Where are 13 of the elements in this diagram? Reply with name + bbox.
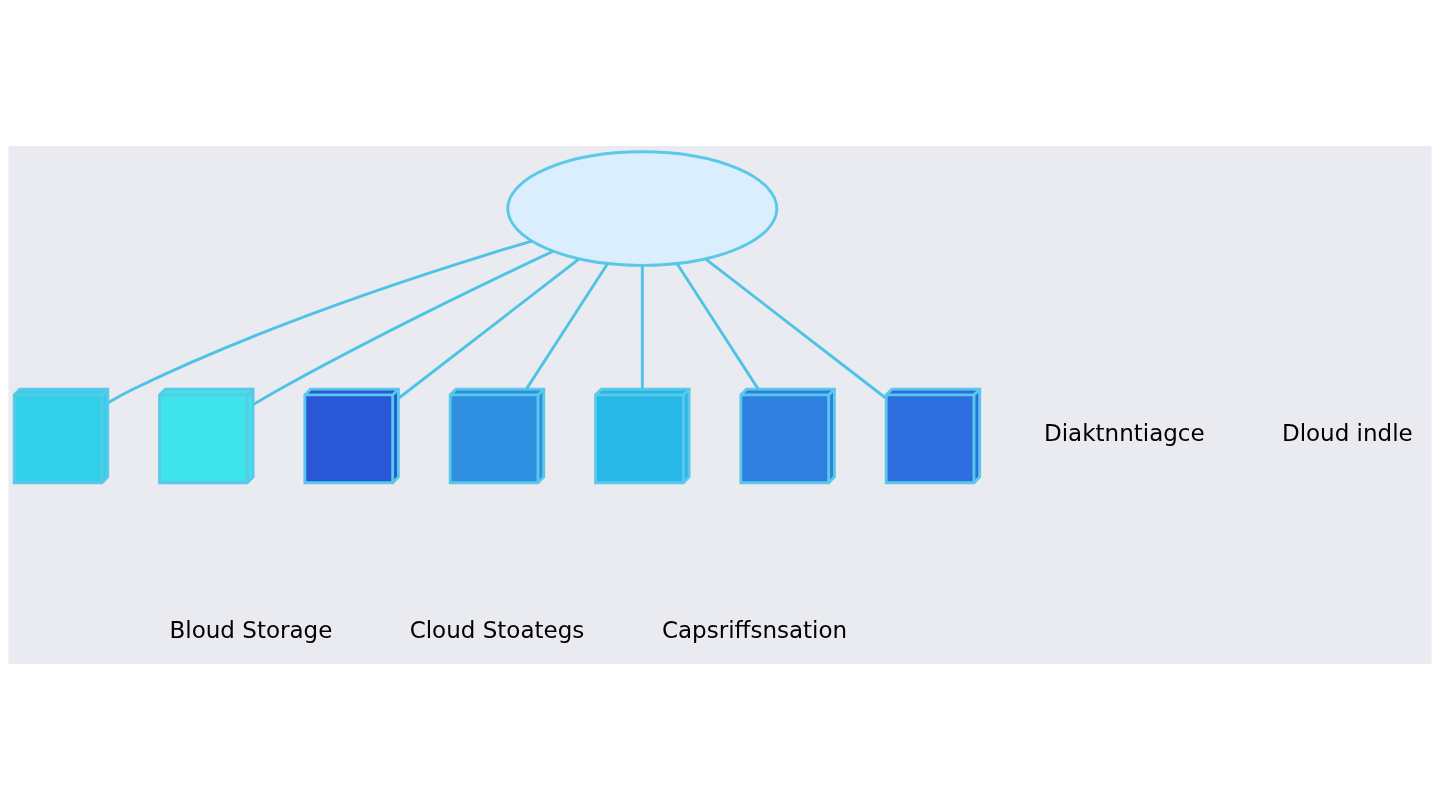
node-cloud	[506, 150, 779, 267]
connector	[252, 249, 554, 406]
connector	[107, 239, 533, 404]
label: Dloud indle	[1281, 420, 1413, 447]
label: Bloud Storage	[169, 616, 333, 643]
connector	[675, 263, 760, 390]
connector	[705, 258, 887, 400]
connector	[640, 265, 644, 390]
label: Cloud Stoategs	[409, 616, 585, 643]
connector	[525, 263, 609, 390]
connector	[397, 258, 580, 400]
label: Capsriffsnsation	[661, 616, 848, 643]
label: Diaktnntiagce	[1043, 420, 1205, 447]
